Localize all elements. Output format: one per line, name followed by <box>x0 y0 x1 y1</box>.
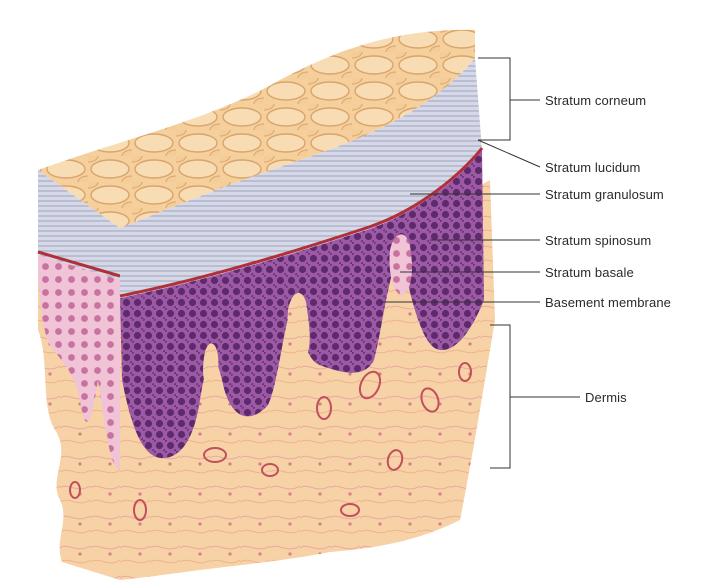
label-dermis: Dermis <box>585 390 627 405</box>
label-basement-membrane: Basement membrane <box>545 295 671 310</box>
label-stratum-corneum: Stratum corneum <box>545 93 646 108</box>
label-stratum-granulosum: Stratum granulosum <box>545 187 664 202</box>
label-stratum-basale: Stratum basale <box>545 265 634 280</box>
label-stratum-lucidum: Stratum lucidum <box>545 160 640 175</box>
label-stratum-spinosum: Stratum spinosum <box>545 233 651 248</box>
